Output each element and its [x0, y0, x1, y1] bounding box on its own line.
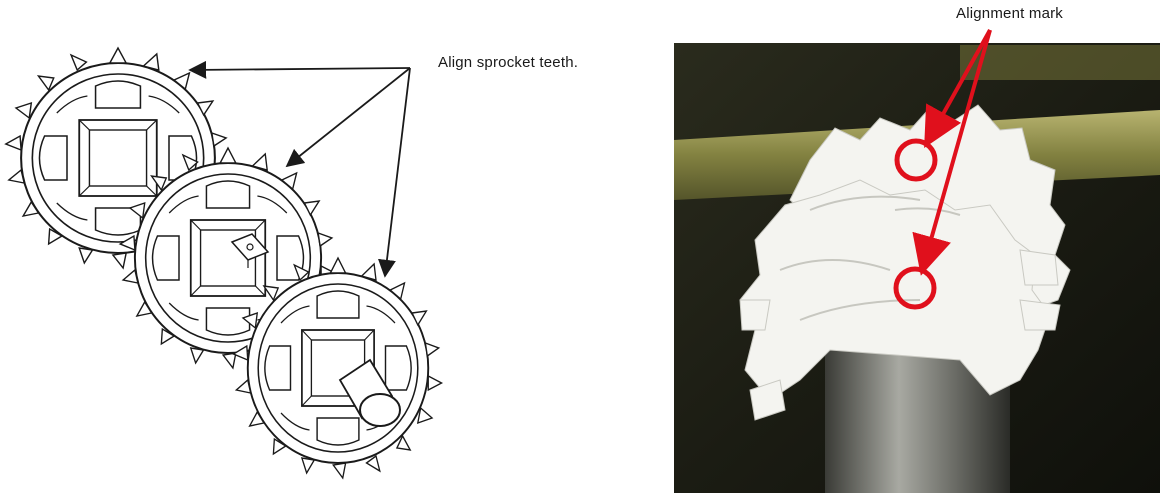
- sprocket-drawing: [0, 0, 660, 493]
- sprocket-diagram: Align sprocket teeth.: [0, 0, 660, 493]
- sprocket-photo: Alignment mark: [660, 0, 1160, 493]
- alignment-mark-callout: Alignment mark: [956, 5, 1063, 22]
- photo-scene: [660, 0, 1160, 493]
- align-teeth-callout: Align sprocket teeth.: [438, 54, 578, 71]
